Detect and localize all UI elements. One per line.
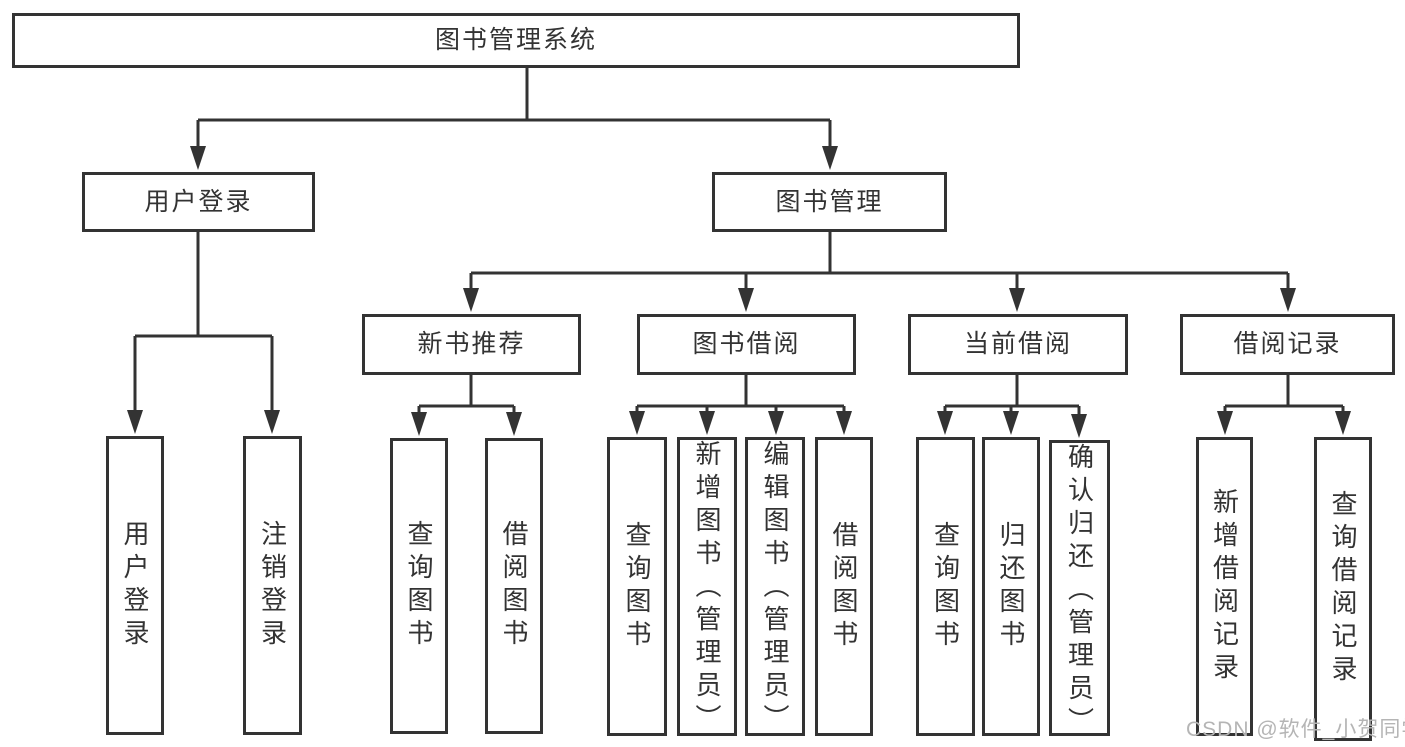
arrowhead-icon [264, 410, 280, 434]
leaf-query-borrow-record-label: 查询借阅记录 [1328, 490, 1358, 688]
arrowhead-icon [1009, 288, 1025, 312]
node-current-borrowing-label: 当前借阅 [963, 330, 1072, 358]
node-book-management-label: 图书管理 [775, 187, 884, 216]
leaf-borrow-books-recommend-label: 借阅图书 [499, 520, 529, 652]
leaf-borrow-books-recommend: 借阅图书 [485, 438, 543, 734]
arrowhead-icon [1003, 411, 1019, 435]
leaf-query-books-current-label: 查询图书 [930, 520, 961, 653]
leaf-query-books-recommend: 查询图书 [390, 438, 448, 734]
node-book-management: 图书管理 [712, 172, 947, 232]
arrowhead-icon [411, 412, 427, 436]
leaf-borrow-books-borrow: 借阅图书 [815, 437, 873, 736]
node-root-label: 图书管理系统 [434, 26, 597, 54]
arrowhead-icon [937, 411, 953, 435]
arrowhead-icon [1217, 411, 1233, 435]
leaf-return-books: 归还图书 [982, 437, 1040, 736]
watermark: CSDN @软件_小贺同学 [1186, 718, 1405, 741]
leaf-edit-books-admin-label: 编辑图书（管理员） [760, 440, 790, 737]
arrowhead-icon [822, 146, 838, 170]
leaf-confirm-return-admin: 确认归还（管理员） [1049, 440, 1110, 740]
arrowhead-icon [1071, 414, 1087, 438]
arrowhead-icon [699, 411, 715, 435]
leaf-logout: 注销登录 [243, 436, 302, 735]
node-new-book-recommend-label: 新书推荐 [417, 330, 526, 358]
node-borrowing-records-label: 借阅记录 [1233, 330, 1342, 358]
arrowhead-icon [127, 410, 143, 434]
node-book-borrowing-label: 图书借阅 [692, 330, 801, 358]
leaf-query-books-borrow-label: 查询图书 [622, 520, 652, 653]
leaf-query-books-borrow: 查询图书 [607, 437, 667, 736]
node-borrowing-records: 借阅记录 [1180, 314, 1395, 375]
arrowhead-icon [1335, 411, 1351, 435]
leaf-add-borrow-record-label: 新增借阅记录 [1209, 487, 1240, 686]
leaf-borrow-books-borrow-label: 借阅图书 [829, 520, 859, 653]
arrowheads [127, 146, 1351, 438]
arrowhead-icon [1280, 288, 1296, 312]
node-current-borrowing: 当前借阅 [908, 314, 1128, 375]
leaf-query-books-current: 查询图书 [916, 437, 975, 736]
leaf-user-login-label: 用户登录 [120, 519, 150, 652]
node-book-borrowing: 图书借阅 [637, 314, 856, 375]
leaf-add-books-admin: 新增图书（管理员） [677, 437, 737, 737]
arrowhead-icon [463, 288, 479, 312]
leaf-query-borrow-record: 查询借阅记录 [1314, 437, 1372, 741]
node-root: 图书管理系统 [12, 13, 1020, 68]
arrowhead-icon [836, 411, 852, 435]
leaf-return-books-label: 归还图书 [996, 520, 1026, 653]
leaf-user-login: 用户登录 [106, 436, 164, 735]
node-user-login: 用户登录 [82, 172, 315, 232]
node-new-book-recommend: 新书推荐 [362, 314, 581, 375]
leaf-query-books-recommend-label: 查询图书 [404, 520, 434, 652]
arrowhead-icon [768, 411, 784, 435]
leaf-logout-label: 注销登录 [257, 519, 288, 652]
arrowhead-icon [506, 412, 522, 436]
leaf-edit-books-admin: 编辑图书（管理员） [745, 437, 805, 737]
leaf-add-borrow-record: 新增借阅记录 [1196, 437, 1253, 736]
arrowhead-icon [629, 411, 645, 435]
leaf-confirm-return-admin-label: 确认归还（管理员） [1064, 443, 1095, 740]
arrowhead-icon [190, 146, 206, 170]
node-user-login-label: 用户登录 [144, 187, 253, 216]
leaf-add-books-admin-label: 新增图书（管理员） [692, 440, 722, 737]
arrowhead-icon [738, 288, 754, 312]
